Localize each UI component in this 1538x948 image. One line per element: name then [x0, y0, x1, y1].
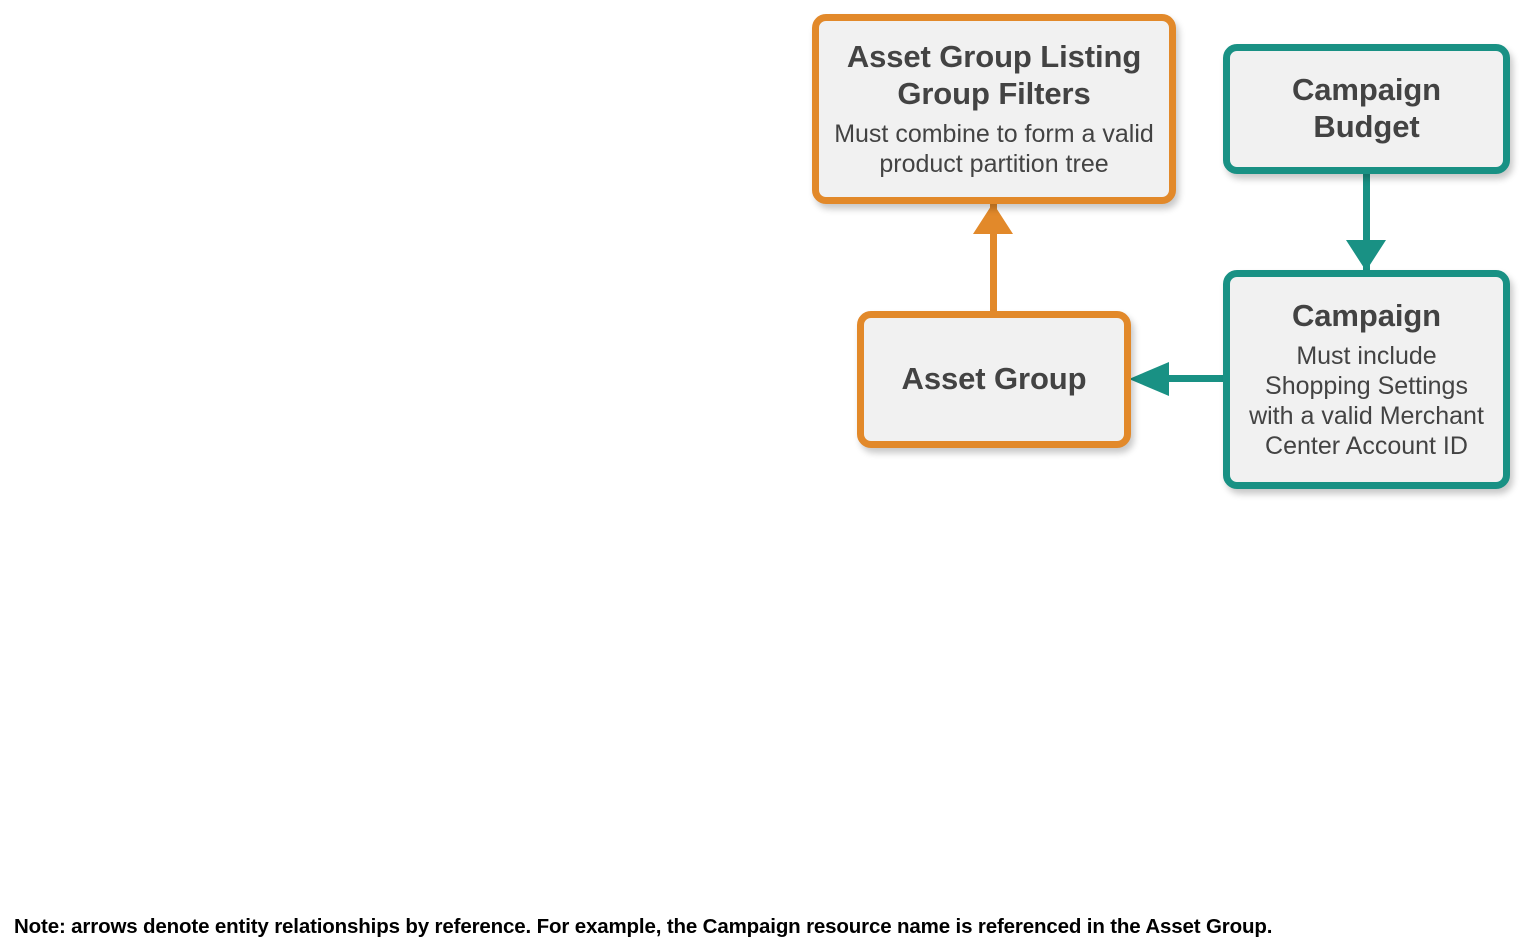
node-campaign-budget[interactable]: Campaign Budget [1223, 44, 1510, 174]
edge-line [990, 204, 997, 314]
node-title: Asset Group [901, 361, 1087, 397]
node-asset-group-listing-group-filters[interactable]: Asset Group Listing Group Filters Must c… [812, 14, 1176, 204]
node-title: Asset Group Listing Group Filters [846, 39, 1142, 111]
edge-line [1168, 375, 1228, 382]
node-asset-group[interactable]: Asset Group [857, 311, 1131, 448]
arrow-up-icon [973, 203, 1013, 234]
node-title: Campaign Budget [1291, 72, 1442, 144]
arrow-down-icon [1346, 240, 1386, 271]
node-subtitle: Must include Shopping Settings with a va… [1249, 341, 1484, 460]
arrow-left-icon [1129, 362, 1169, 396]
diagram-footnote: Note: arrows denote entity relationships… [14, 915, 1273, 938]
edge-line [1363, 172, 1370, 272]
node-title: Campaign [1291, 298, 1442, 334]
node-subtitle: Must combine to form a valid product par… [834, 119, 1154, 178]
node-campaign[interactable]: Campaign Must include Shopping Settings … [1223, 270, 1510, 489]
